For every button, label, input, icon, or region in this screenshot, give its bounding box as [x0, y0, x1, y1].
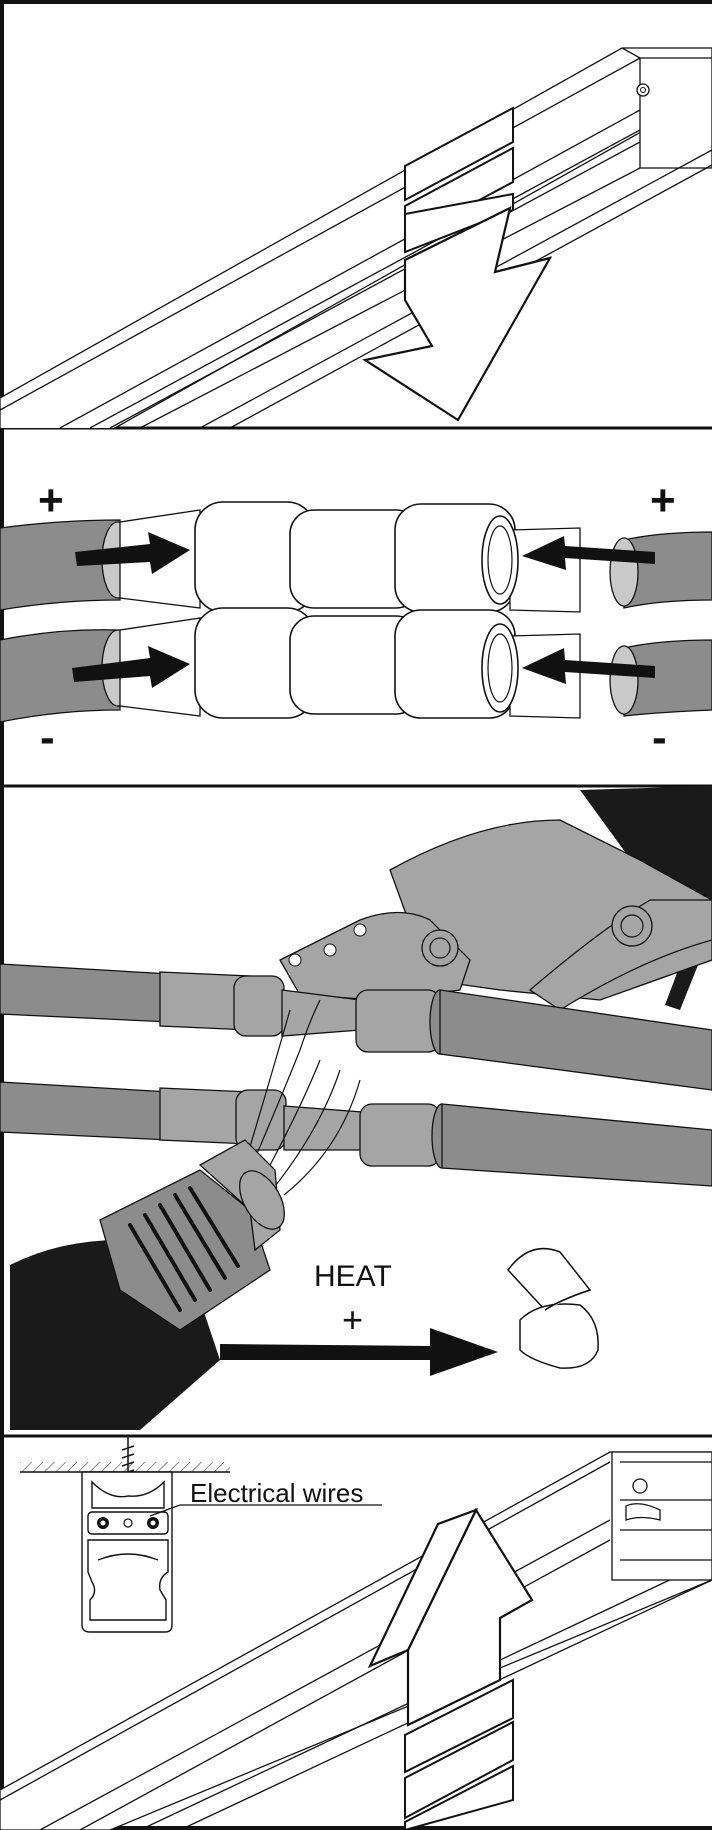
cross-section-inset — [20, 1436, 382, 1632]
heat-plus-sign: + — [342, 1299, 363, 1340]
shrink-sleeve-icon — [508, 1249, 598, 1369]
plus-label-left: + — [38, 476, 64, 525]
aluminium-profile — [0, 48, 712, 442]
panel-3-crimp-heat: HEAT + — [0, 786, 712, 1430]
negative-connection — [0, 608, 712, 722]
minus-label-left: - — [40, 713, 55, 762]
screw-hole-icon — [637, 84, 649, 96]
electrical-wires-label: Electrical wires — [190, 1478, 363, 1508]
positive-connection — [0, 502, 712, 612]
heat-gun-icon — [10, 1140, 294, 1430]
lower-cable — [0, 1082, 712, 1186]
heat-label: HEAT — [314, 1260, 392, 1293]
minus-label-right: - — [652, 713, 667, 762]
panel-4-profile-close: Electrical wires — [0, 1436, 712, 1830]
crimping-tool-icon — [280, 786, 712, 1010]
plus-label-right: + — [650, 476, 676, 525]
panel-1-profile-insert — [0, 48, 712, 442]
panel-2-wire-connection: + + - - — [0, 476, 712, 762]
